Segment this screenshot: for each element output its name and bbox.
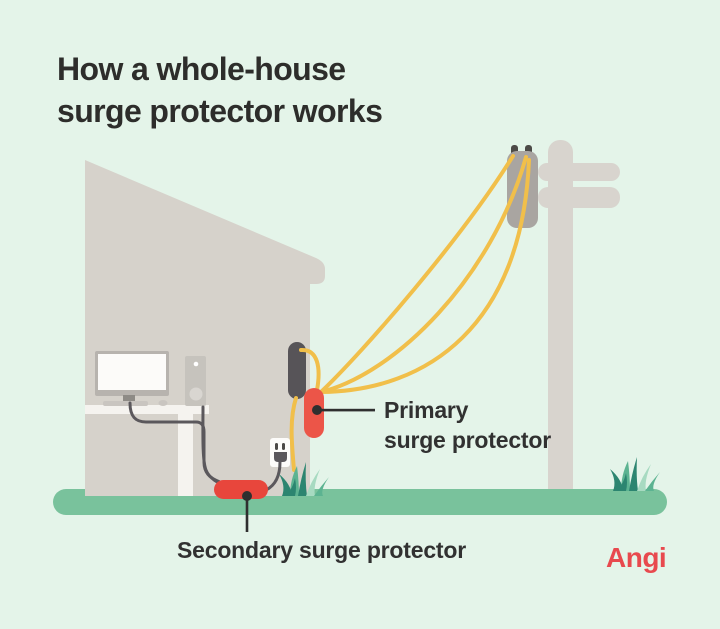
primary-callout-line [320,408,375,412]
monitor-stand [123,395,135,404]
secondary-callout-line [245,499,249,532]
computer-tower [185,356,206,406]
grass-tuft-pole [610,457,660,491]
desk-leg [178,414,193,496]
primary-label-line-2: surge protector [384,427,551,453]
primary-label-line-1: Primary [384,397,469,423]
callout-markers [242,405,375,532]
primary-surge-protector-label: Primary surge protector [384,395,551,455]
meter-to-protector-wire [299,348,321,392]
electric-meter [288,342,306,399]
plug [274,452,287,462]
secondary-callout-dot [242,491,252,501]
pole-crossarm-upper [538,163,620,181]
tower-power-light [193,361,199,367]
desk [85,405,209,496]
wall-outlet [264,438,290,492]
monitor-screen [98,354,166,390]
service-drop-wire-1 [319,154,515,394]
keyboard [103,401,148,406]
plug-cord [264,460,282,492]
outlet-slot-right [282,443,285,450]
outlet-slot-left [275,443,278,450]
power-line-wires [289,154,531,472]
meter-ground-wire [289,396,298,472]
title-line-1: How a whole-house [57,51,346,87]
utility-pole [538,140,620,510]
pole-crossarm-lower [538,187,620,208]
desk-top [85,405,209,414]
infographic-title: How a whole-house surge protector works [57,48,383,132]
computer-monitor [95,351,169,404]
secondary-surge-protector-power-strip [214,480,268,499]
primary-callout-dot [312,405,322,415]
title-line-2: surge protector works [57,93,383,129]
pole-trunk [548,140,573,510]
tower-speaker [189,387,203,401]
service-drop-wire-3 [319,158,531,394]
angi-logo: Angi [606,542,667,573]
mouse [158,400,168,406]
service-drop-wire-2 [319,155,528,394]
secondary-surge-protector-label: Secondary surge protector [177,535,466,565]
secondary-label-text: Secondary surge protector [177,537,466,563]
